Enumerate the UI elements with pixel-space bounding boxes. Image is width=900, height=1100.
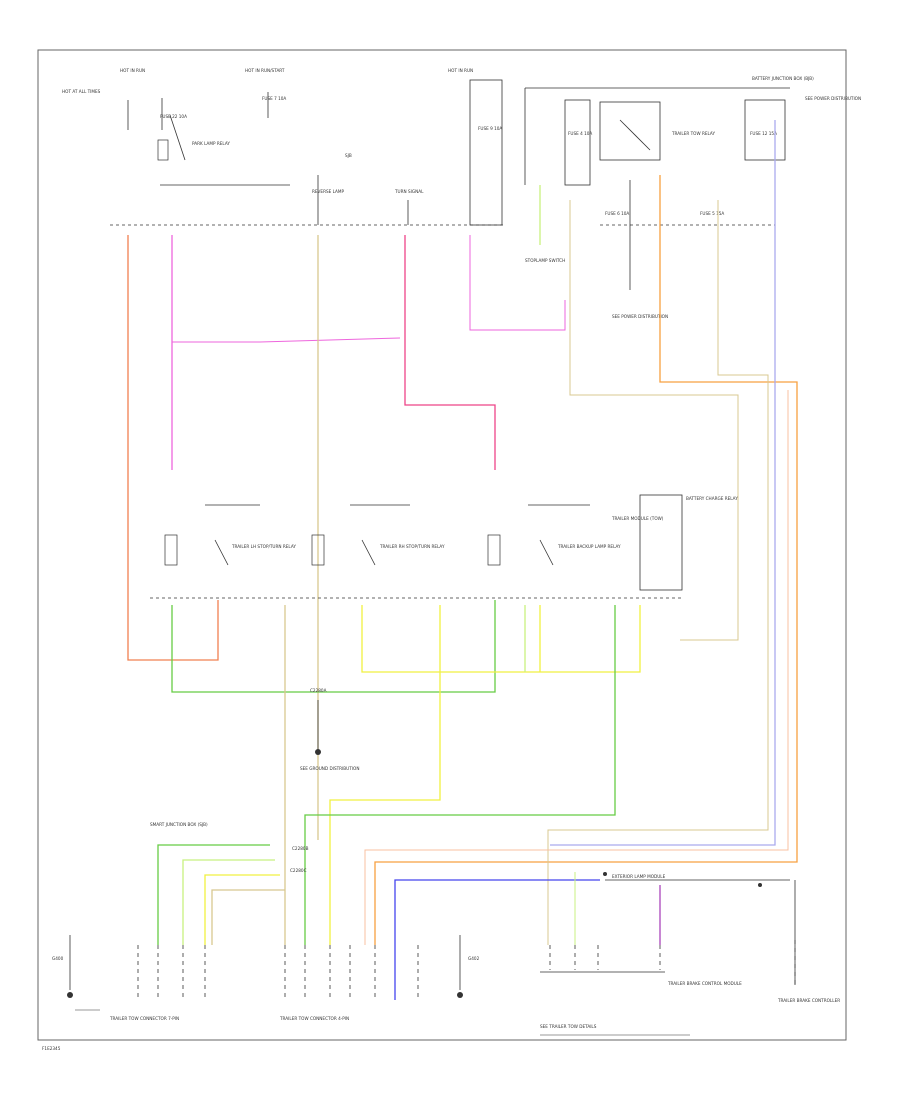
label-trailer-tow-relay: TRAILER TOW RELAY [671,131,715,136]
wire-green-2 [304,605,616,945]
label-g-left: G400 [52,956,64,961]
wire-yellow-bottom [204,874,280,945]
label-trailer-connector-7pin: TRAILER TOW CONNECTOR 7-PIN [109,1016,179,1021]
label-trailer-module: TRAILER MODULE (TOW) [611,516,664,521]
label-c-note-top: C2280A [310,688,327,693]
label-g-right: G402 [468,956,480,961]
wire-peach [364,390,789,945]
wire-tan-right [569,200,739,641]
ground-right-icon [457,992,463,998]
label-fuse-1: FUSE 22 10A [160,114,187,119]
label-c-note-c: C2280C [290,868,307,873]
top-mid-fuse-group: HOT IN RUN FUSE 9 10A REVERSE LAMP TURN … [312,68,502,226]
label-see-power-2: SEE POWER DISTRIBUTION [612,314,668,319]
label-see-note-bottom: SEE TRAILER TOW DETAILS [540,1024,597,1029]
wire-yellow-2 [329,605,441,945]
wire-pink-right [469,235,566,331]
label-hot-in-run: HOT IN RUN [120,68,145,73]
wire-green-bottom-left [157,844,270,945]
label-battery-charge: BATTERY CHARGE RELAY [686,496,738,501]
wire-lavender-far-right [550,120,776,846]
label-c-note-b: C2280B [292,846,309,851]
label-battery-junction: BATTERY JUNCTION BOX (BJB) [752,76,814,81]
wire-light-green-bottom [182,859,275,945]
label-hot-in-run-right: HOT IN RUN [448,68,473,73]
label-corner-tag: F1E2345 [42,1046,61,1051]
label-reverse-lamp: REVERSE LAMP [312,189,345,194]
label-sjb: SJB [345,153,352,158]
label-fuse-5: FUSE 12 15A [750,131,777,136]
diagram-frame [37,49,847,1041]
label-exterior-lamp-module: EXTERIOR LAMP MODULE [612,874,666,879]
relay-row: TRAILER LH STOP/TURN RELAY TRAILER RH ST… [164,494,738,591]
label-hot-all-times: HOT AT ALL TIMES [62,89,101,94]
wire-green-lower [171,600,496,693]
wire-blue-bottom [394,879,600,1000]
label-g-note-1: SEE GROUND DISTRIBUTION [300,766,359,771]
top-right-relay-group: BATTERY JUNCTION BOX (BJB) SEE POWER DIS… [524,76,861,319]
label-park-lamp-relay: PARK LAMP RELAY [192,141,230,146]
label-fuse-3: FUSE 9 10A [478,126,502,131]
label-turn-signal: TURN SIGNAL [394,189,424,194]
label-see-power-1: SEE POWER DISTRIBUTION [805,96,861,101]
label-fuse-6: FUSE 6 10A [605,211,629,216]
label-trailer-lh: TRAILER LH STOP/TURN RELAY [231,544,296,549]
label-stoplamp-switch: STOPLAMP SWITCH [525,258,565,263]
label-hot-in-run-start: HOT IN RUN/START [245,68,285,73]
wire-orange-red-left [127,235,219,661]
wire-orange-right [374,175,798,945]
label-trailer-brake-module: TRAILER BRAKE CONTROL MODULE [667,981,742,986]
wire-red-pink-mid [404,235,496,470]
label-trailer-backup: TRAILER BACKUP LAMP RELAY [557,544,621,549]
ground-left-icon [67,992,73,998]
wire-pink-cross [172,337,401,343]
bottom-connector-pins [137,940,796,1000]
wire-tan-right-2 [547,200,769,945]
wire-yellow-lower [361,605,641,673]
label-trailer-rh: TRAILER RH STOP/TURN RELAY [379,544,445,549]
label-trailer-connector-4pin: TRAILER TOW CONNECTOR 4-PIN [279,1016,349,1021]
wire-tan-bottom [211,889,285,945]
top-left-fuse-group: HOT AT ALL TIMES HOT IN RUN HOT IN RUN/S… [62,68,290,186]
label-fuse-4: FUSE 4 10A [568,131,592,136]
ground-center-icon [315,749,321,755]
label-smart-junction-box: SMART JUNCTION BOX (SJB) [150,822,208,827]
label-fuse-2: FUSE 7 10A [262,96,286,101]
label-fuse-7: FUSE 5 15A [700,211,724,216]
label-trailer-brake-ctrl: TRAILER BRAKE CONTROLLER [777,998,840,1003]
